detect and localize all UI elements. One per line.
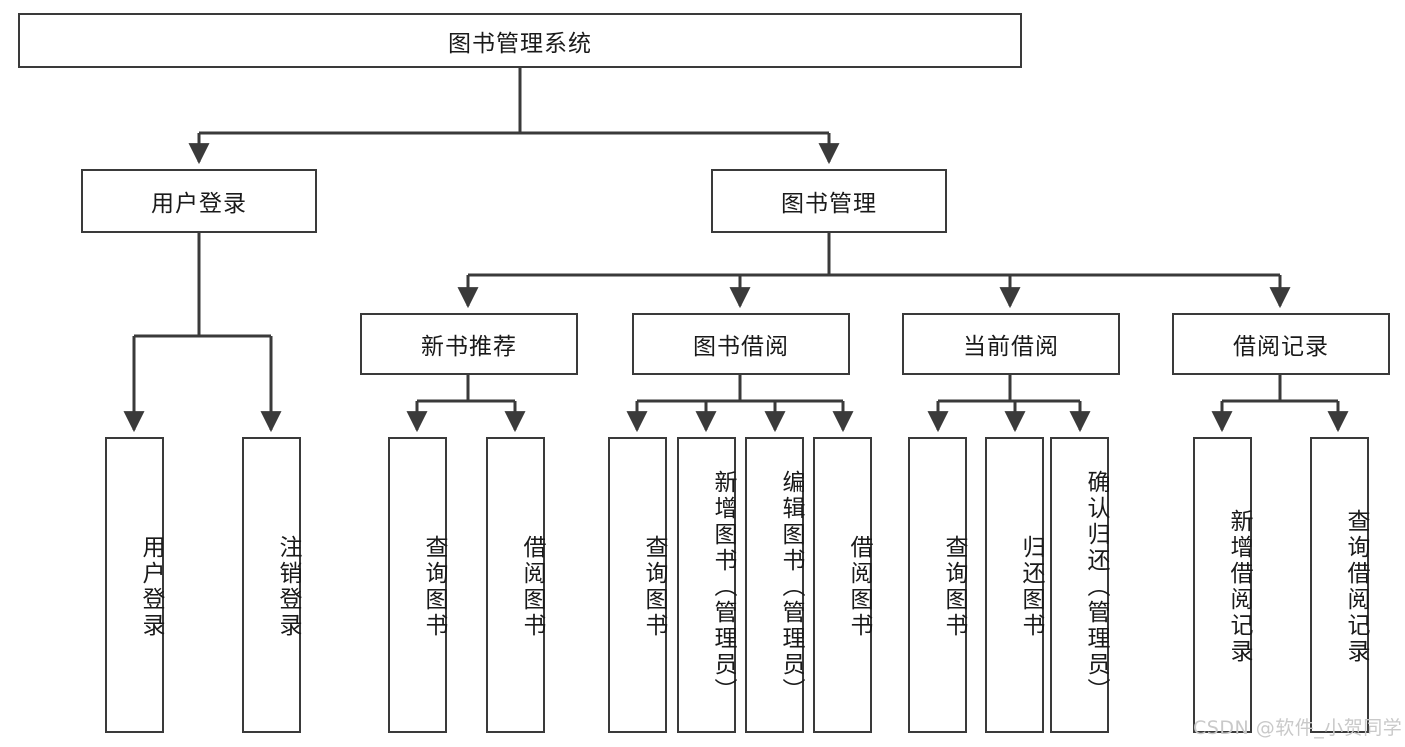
node-label: 查询借阅记录: [1343, 509, 1369, 665]
node-label: 用户登录: [151, 191, 247, 217]
leaf-borrow-book-recommend[interactable]: 借阅图书: [486, 437, 545, 733]
node-label: 查询图书: [941, 535, 967, 639]
node-label: 新增借阅记录: [1226, 509, 1252, 665]
node-book-borrowing[interactable]: 图书借阅: [632, 313, 850, 375]
node-borrow-records[interactable]: 借阅记录: [1172, 313, 1390, 375]
node-user-login[interactable]: 用户登录: [81, 169, 317, 233]
node-root-book-management-system[interactable]: 图书管理系统: [18, 13, 1022, 68]
node-label: 借阅图书: [846, 535, 872, 639]
node-label: 图书管理: [781, 191, 877, 217]
leaf-edit-book-admin[interactable]: 编辑图书（管理员）: [745, 437, 804, 733]
leaf-user-login[interactable]: 用户登录: [105, 437, 164, 733]
node-label: 查询图书: [421, 535, 447, 639]
leaf-query-book-current[interactable]: 查询图书: [908, 437, 967, 733]
leaf-return-book[interactable]: 归还图书: [985, 437, 1044, 733]
node-label: 编辑图书（管理员）: [778, 470, 804, 704]
node-label: 图书借阅: [693, 334, 789, 360]
node-book-management[interactable]: 图书管理: [711, 169, 947, 233]
leaf-logout-login[interactable]: 注销登录: [242, 437, 301, 733]
node-label: 用户登录: [138, 535, 164, 639]
leaf-add-borrow-record[interactable]: 新增借阅记录: [1193, 437, 1252, 733]
node-label: 当前借阅: [963, 334, 1059, 360]
node-new-book-recommendation[interactable]: 新书推荐: [360, 313, 578, 375]
node-label: 借阅图书: [519, 535, 545, 639]
node-label: 查询图书: [641, 535, 667, 639]
leaf-borrow-book[interactable]: 借阅图书: [813, 437, 872, 733]
node-label: 新增图书（管理员）: [710, 470, 736, 704]
node-label: 归还图书: [1018, 535, 1044, 639]
leaf-add-book-admin[interactable]: 新增图书（管理员）: [677, 437, 736, 733]
node-label: 确认归还（管理员）: [1083, 470, 1109, 704]
node-label: 注销登录: [275, 535, 301, 639]
node-label: 图书管理系统: [448, 30, 592, 57]
csdn-watermark: CSDN @软件_小贺同学: [1193, 717, 1403, 739]
leaf-query-book-borrow[interactable]: 查询图书: [608, 437, 667, 733]
node-label: 新书推荐: [421, 334, 517, 360]
node-label: 借阅记录: [1233, 334, 1329, 360]
leaf-query-borrow-record[interactable]: 查询借阅记录: [1310, 437, 1369, 733]
node-current-borrowing[interactable]: 当前借阅: [902, 313, 1120, 375]
leaf-query-book-recommend[interactable]: 查询图书: [388, 437, 447, 733]
leaf-confirm-return-admin[interactable]: 确认归还（管理员）: [1050, 437, 1109, 733]
